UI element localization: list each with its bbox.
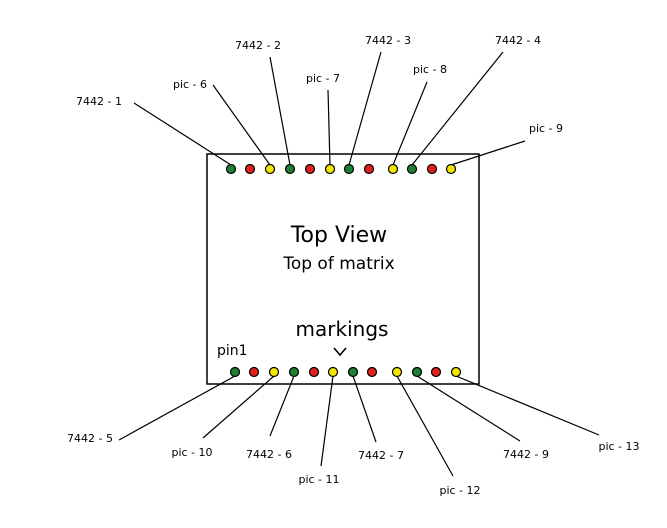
top-leader-line-4 <box>327 89 331 166</box>
bottom-leader-line-1 <box>118 375 236 441</box>
top-leader-line-2 <box>212 84 271 166</box>
bottom-pin-1 <box>229 366 241 378</box>
pin-rows <box>225 163 462 378</box>
bottom-leader-line-2 <box>202 375 275 439</box>
bottom-pin-9 <box>391 366 403 378</box>
bottom-pin-7 <box>347 366 359 378</box>
bottom-pin-label-4: pic - 11 <box>298 473 339 486</box>
top-pin-5 <box>304 163 316 175</box>
top-pin-3 <box>264 163 276 175</box>
top-pin-10 <box>406 163 418 175</box>
top-pin-label-1: 7442 - 1 <box>76 95 122 108</box>
bottom-pin-label-7: 7442 - 9 <box>503 448 549 461</box>
bottom-pin-6 <box>327 366 339 378</box>
bottom-pin-12 <box>450 366 462 378</box>
diagram-title: Top View <box>290 223 387 248</box>
top-leader-line-7 <box>411 51 504 166</box>
top-pin-2 <box>244 163 256 175</box>
bottom-pin-11 <box>430 366 442 378</box>
top-pin-label-4: pic - 7 <box>306 72 340 85</box>
top-pin-label-6: pic - 8 <box>413 63 447 76</box>
bottom-leader-line-6 <box>396 375 454 477</box>
diagram-subtitle: Top of matrix <box>282 254 394 274</box>
bottom-leader-line-4 <box>320 375 334 467</box>
bottom-pin-label-8: pic - 13 <box>598 440 639 453</box>
bottom-pin-label-2: pic - 10 <box>171 446 212 459</box>
top-leader-line-1 <box>133 102 232 166</box>
bottom-leader-line-5 <box>352 375 377 443</box>
top-pin-6 <box>324 163 336 175</box>
pin-labels: 7442 - 1 pic - 6 7442 - 2 pic - 7 7442 - 3 pi… <box>67 34 640 497</box>
top-leader-line-6 <box>392 81 428 166</box>
top-pin-12 <box>445 163 457 175</box>
leader-lines <box>118 51 600 477</box>
bottom-pin-3 <box>268 366 280 378</box>
bottom-pin-label-3: 7442 - 6 <box>246 448 292 461</box>
markings-label: markings <box>296 317 389 341</box>
top-pin-label-8: pic - 9 <box>529 122 563 135</box>
top-leader-line-3 <box>269 56 291 166</box>
pin1-label: pin1 <box>217 343 248 359</box>
bottom-pin-10 <box>411 366 423 378</box>
top-pin-7 <box>343 163 355 175</box>
bottom-pin-8 <box>366 366 378 378</box>
top-pin-label-5: 7442 - 3 <box>365 34 411 47</box>
top-pin-label-7: 7442 - 4 <box>495 34 541 47</box>
bottom-pin-label-5: 7442 - 7 <box>358 449 404 462</box>
top-pin-label-3: 7442 - 2 <box>235 39 281 52</box>
bottom-pin-label-1: 7442 - 5 <box>67 432 113 445</box>
matrix-outline <box>206 153 480 385</box>
top-pin-4 <box>284 163 296 175</box>
markings-arrow-icon <box>333 347 347 357</box>
bottom-pin-4 <box>288 366 300 378</box>
top-pin-label-2: pic - 6 <box>173 78 207 91</box>
bottom-pin-label-6: pic - 12 <box>439 484 480 497</box>
bottom-pin-2 <box>248 366 260 378</box>
bottom-leader-line-8 <box>455 375 600 436</box>
top-pin-11 <box>426 163 438 175</box>
top-pin-9 <box>387 163 399 175</box>
bottom-leader-line-7 <box>416 375 521 442</box>
top-leader-line-5 <box>348 51 382 166</box>
top-pin-8 <box>363 163 375 175</box>
top-pin-1 <box>225 163 237 175</box>
top-leader-line-8 <box>450 140 526 166</box>
bottom-pin-5 <box>308 366 320 378</box>
bottom-leader-line-3 <box>269 375 295 437</box>
